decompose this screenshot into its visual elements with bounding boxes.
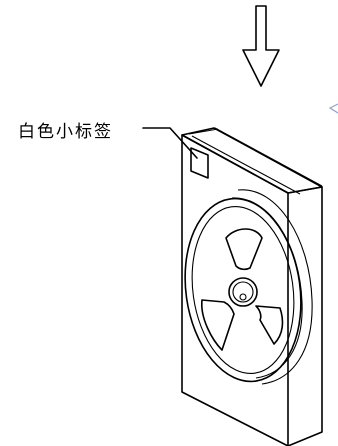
reel-outer-flange	[184, 197, 302, 383]
box-side-face	[287, 186, 323, 446]
reel-spoke-right	[255, 305, 284, 345]
down-arrow-icon	[242, 5, 280, 87]
reel-hub	[228, 277, 258, 307]
box-front-face	[181, 134, 289, 446]
reel-hub-inner	[232, 281, 254, 303]
box-top-band	[188, 127, 323, 195]
reel-rear-rim	[237, 189, 313, 385]
white-label-sticker	[190, 147, 209, 179]
reel-inner-flange	[191, 205, 295, 375]
faint-angle-mark	[328, 103, 338, 114]
reel-hub-hole	[239, 293, 247, 301]
reel-spoke-left	[201, 299, 235, 351]
box-top-face	[181, 127, 323, 194]
reel-spoke-top	[225, 228, 263, 271]
label-leader-line	[142, 127, 198, 159]
white-label-caption: 白色小标签	[18, 122, 113, 142]
